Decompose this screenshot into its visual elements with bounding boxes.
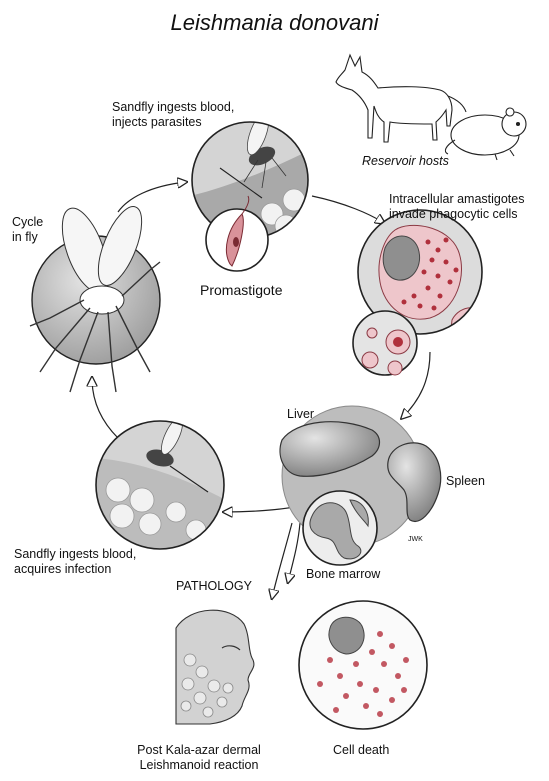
- arrow-pathology-left: [272, 522, 293, 598]
- label-cycle-in-fly: Cycle in fly: [12, 215, 44, 244]
- spleen-shape: [387, 442, 442, 522]
- label-pkdl: Post Kala-azar dermal Leishmanoid reacti…: [137, 743, 261, 772]
- label-bone-marrow: Bone marrow: [306, 567, 381, 581]
- bone-marrow-inset: [302, 490, 378, 566]
- scattered-parasites: [317, 631, 409, 717]
- liver-shape: [279, 421, 381, 477]
- arrow-cells-to-organs: [402, 351, 431, 418]
- rodent-illustration: [444, 107, 527, 161]
- label-sandfly-acquires: Sandfly ingests blood, acquires infectio…: [14, 547, 137, 576]
- label-intracellular: Intracellular amastigotes invade phagocy…: [389, 192, 525, 221]
- amastigote-dots: [401, 237, 459, 311]
- arrow-acquire-to-fly: [92, 378, 119, 439]
- cell-death-circle: [298, 600, 428, 730]
- label-spleen: Spleen: [446, 474, 485, 488]
- label-liver: Liver: [287, 407, 315, 421]
- diagram-title: Leishmania donovani: [170, 10, 379, 35]
- label-signature: JWK: [408, 536, 423, 543]
- dog-illustration: [335, 53, 467, 143]
- label-cell-death: Cell death: [333, 743, 390, 757]
- face-illustration: [175, 609, 255, 725]
- label-promastigote: Promastigote: [200, 282, 283, 298]
- label-sandfly-injects: Sandfly ingests blood, injects parasites: [112, 100, 235, 129]
- promastigote-inset: [205, 195, 269, 272]
- red-cell-inset: [352, 310, 418, 376]
- label-reservoir-hosts: Reservoir hosts: [362, 154, 449, 168]
- label-pathology: PATHOLOGY: [176, 579, 252, 593]
- arrow-pathology-right: [288, 522, 301, 582]
- arrow-bite-to-cells: [311, 195, 384, 223]
- acquire-circle: [96, 421, 224, 549]
- arrow-fly-to-bite: [117, 182, 186, 213]
- arrow-organs-to-acquire: [224, 505, 301, 512]
- sandfly-large: [29, 206, 161, 393]
